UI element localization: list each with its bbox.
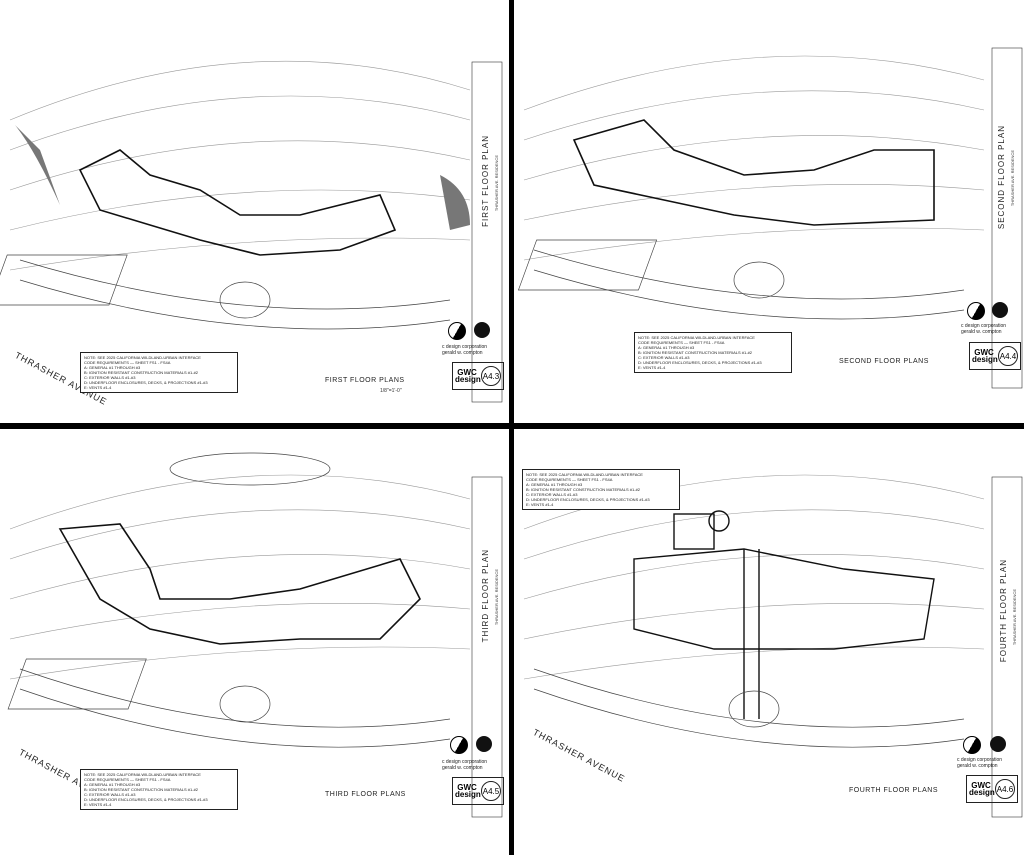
- firm-name: c design corporation gerald w. compton: [961, 323, 1007, 335]
- vertical-project-name: THRASHER AVE. RESIDENCE: [494, 155, 499, 212]
- compass-dot-icon: [476, 736, 492, 752]
- sheet-footer-title: FIRST FLOOR PLANS: [325, 377, 405, 384]
- vertical-sheet-title: THIRD FLOOR PLAN: [481, 549, 490, 643]
- title-stamp: GWC design A4.5: [452, 777, 504, 805]
- vertical-sheet-title: SECOND FLOOR PLAN: [997, 125, 1006, 230]
- firm-name: c design corporation gerald w. compton: [442, 759, 488, 771]
- code-notes-box: NOTE: SEE 2025 CALIFORNIA WILDLAND-URBAN…: [80, 769, 238, 810]
- north-arrow-icon: [448, 322, 466, 340]
- firm-name: c design corporation gerald w. compton: [957, 757, 1003, 769]
- gwc-logo: GWC design: [455, 368, 481, 384]
- sheet-number: A4.4: [998, 346, 1018, 366]
- vertical-project-name: THRASHER AVE. RESIDENCE: [1012, 589, 1017, 646]
- firm-name: c design corporation gerald w. compton: [442, 344, 488, 356]
- code-notes-box: NOTE: SEE 2025 CALIFORNIA WILDLAND-URBAN…: [80, 352, 238, 393]
- title-stamp: GWC design A4.6: [966, 775, 1018, 803]
- north-arrow-icon: [963, 736, 981, 754]
- floor-plan-drawing: [7, 452, 503, 818]
- compass-dot-icon: [474, 322, 490, 338]
- sheet-number: A4.6: [995, 779, 1015, 799]
- floor-plan-drawing: [0, 60, 503, 403]
- gwc-logo: GWC design: [972, 348, 998, 364]
- title-stamp: GWC design A4.3: [452, 362, 504, 390]
- sheet-fourth-floor: THRASHER AVENUE NOTE: SEE 2025 CALIFORNI…: [514, 429, 1024, 855]
- code-notes-box: NOTE: SEE 2025 CALIFORNIA WILDLAND-URBAN…: [634, 332, 792, 373]
- sheet-number: A4.5: [481, 781, 501, 801]
- vertical-project-name: THRASHER AVE. RESIDENCE: [494, 569, 499, 626]
- sheet-footer-title: FOURTH FLOOR PLANS: [849, 787, 938, 794]
- title-stamp: GWC design A4.4: [969, 342, 1021, 370]
- sheet-second-floor: NOTE: SEE 2025 CALIFORNIA WILDLAND-URBAN…: [514, 0, 1024, 423]
- compass-dot-icon: [990, 736, 1006, 752]
- scale-label: 1/8"=1'-0": [380, 388, 402, 394]
- vertical-sheet-title: FIRST FLOOR PLAN: [481, 135, 490, 227]
- floor-plan-drawing: [517, 47, 1023, 389]
- gwc-logo: GWC design: [969, 781, 995, 797]
- vertical-project-name: THRASHER AVE. RESIDENCE: [1010, 150, 1015, 207]
- north-arrow-icon: [450, 736, 468, 754]
- vertical-sheet-title: FOURTH FLOOR PLAN: [999, 559, 1008, 663]
- north-arrow-icon: [967, 302, 985, 320]
- code-notes-box: NOTE: SEE 2025 CALIFORNIA WILDLAND-URBAN…: [522, 469, 680, 510]
- sheet-number: A4.3: [481, 366, 501, 386]
- sheet-first-floor: THRASHER AVENUE NOTE: SEE 2025 CALIFORNI…: [0, 0, 509, 423]
- sheet-third-floor: THRASHER AVENUE NOTE: SEE 2025 CALIFORNI…: [0, 429, 509, 855]
- floor-plan-drawing: [523, 474, 1023, 818]
- compass-dot-icon: [992, 302, 1008, 318]
- sheet-footer-title: THIRD FLOOR PLANS: [325, 791, 406, 798]
- sheet-footer-title: SECOND FLOOR PLANS: [839, 358, 929, 365]
- gwc-logo: GWC design: [455, 783, 481, 799]
